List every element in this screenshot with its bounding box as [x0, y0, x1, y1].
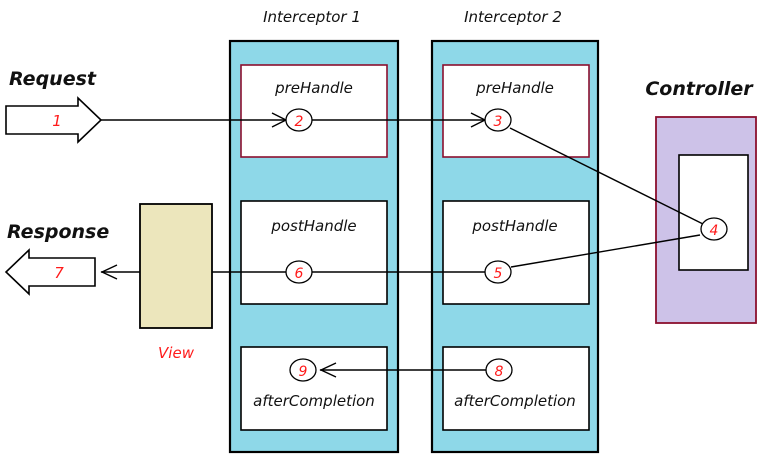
response-label: Response [7, 221, 109, 243]
response-block-arrow [4, 248, 96, 296]
view-box [139, 203, 213, 329]
controller-title: Controller [645, 78, 754, 100]
request-block-arrow [5, 96, 103, 144]
interceptor-1-posthandle-box [240, 200, 388, 305]
step-circle-2 [285, 108, 313, 132]
interceptor-2-aftercompletion-label: afterCompletion [454, 392, 576, 410]
interceptor-1-prehandle-box [240, 64, 388, 158]
arrowhead-into-aftercompletion1 [319, 362, 337, 378]
step-circle-6 [285, 260, 313, 284]
interceptor-2-posthandle-box [442, 200, 590, 305]
interceptor-1-aftercompletion-box [240, 346, 388, 431]
flow-line-prehandle2-to-controller [509, 127, 704, 225]
step-number-7: 7 [54, 264, 64, 282]
step-number-1: 1 [52, 112, 62, 130]
step-circle-5 [484, 260, 512, 284]
interceptor-1-aftercompletion-label: afterCompletion [253, 392, 375, 410]
step-circle-9 [289, 358, 317, 382]
arrowhead-into-response [100, 264, 118, 280]
interceptor-2-prehandle-label: preHandle [475, 79, 554, 97]
interceptor-2-title: Interceptor 2 [464, 8, 562, 26]
step-number-3: 3 [494, 114, 503, 130]
interceptor-1-prehandle-label: preHandle [274, 79, 353, 97]
step-number-4: 4 [710, 223, 719, 239]
view-label: View [158, 344, 195, 362]
step-number-6: 6 [295, 266, 304, 282]
step-circle-4 [700, 217, 728, 241]
controller-inner-box [678, 154, 749, 271]
interceptor-2-prehandle-box [442, 64, 590, 158]
step-number-9: 9 [299, 364, 308, 380]
flow-line-controller-to-posthandle2 [510, 234, 701, 268]
step-number-8: 8 [495, 364, 504, 380]
step-number-5: 5 [494, 266, 503, 282]
interceptor-2-posthandle-label: postHandle [471, 217, 557, 235]
request-label: Request [9, 68, 97, 90]
interceptor-1-posthandle-label: postHandle [270, 217, 356, 235]
interceptor-2-aftercompletion-box [442, 346, 590, 431]
step-circle-3 [484, 108, 512, 132]
step-number-2: 2 [295, 114, 304, 130]
step-circle-8 [485, 358, 513, 382]
interceptor-1-title: Interceptor 1 [263, 8, 361, 26]
